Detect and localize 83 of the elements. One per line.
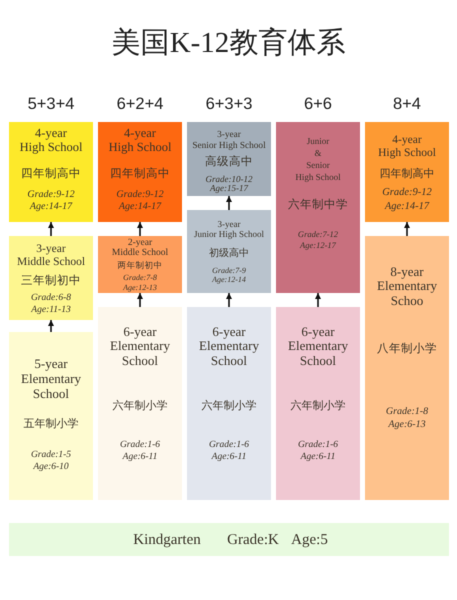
school-title: 6-year Elementary School — [199, 324, 259, 368]
age-range: Age:6-11 — [212, 451, 246, 463]
age-label: Age:5 — [291, 531, 328, 549]
school-title: 6-year Elementary School — [288, 324, 348, 368]
school-title: 8-year Elementary Schoo — [377, 264, 437, 308]
school-title: 4-year High School — [20, 126, 82, 154]
age-range: Age:11-13 — [31, 304, 71, 316]
age-range: Age:12-13 — [123, 283, 157, 293]
age-range: Age:6-11 — [122, 451, 158, 463]
grade-label: Grade:K — [227, 531, 279, 549]
school-title: 6-year Elementary School — [110, 324, 170, 368]
arrow — [404, 222, 410, 236]
grade-range: Grade:1-6 — [298, 439, 338, 451]
chinese-title: 六年制小学 — [202, 399, 256, 413]
grade-range: Grade:1-6 — [208, 439, 250, 451]
grade-range: Grade:10-12 — [206, 174, 252, 184]
chinese-title: 三年制初中 — [21, 274, 81, 288]
age-range: Age:14-17 — [384, 200, 430, 214]
school-title: 4-year High School — [378, 134, 436, 160]
school-box — [9, 332, 93, 500]
arrow — [48, 222, 54, 236]
grade-range: Grade:9-12 — [27, 189, 75, 201]
school-box — [98, 307, 182, 500]
column-heading: 5+3+4 — [28, 94, 74, 114]
school-box — [276, 122, 360, 293]
age-range: Age:12-17 — [300, 240, 336, 250]
school-box — [187, 122, 271, 196]
grade-range: Grade:1-5 — [30, 449, 72, 461]
chinese-title: 六年制中学 — [288, 198, 348, 212]
column-heading: 6+3+3 — [206, 94, 252, 114]
age-range: Age:6-11 — [300, 451, 336, 463]
school-title: 3-year Junior High School — [194, 219, 264, 239]
school-box — [9, 236, 93, 320]
grade-range: Grade:6-8 — [30, 292, 72, 304]
kindergarten-band — [9, 523, 449, 556]
school-box — [365, 122, 449, 222]
school-box — [365, 236, 449, 500]
stage-name: Kindgarten — [133, 531, 201, 549]
school-box — [187, 307, 271, 500]
chinese-title: 高级高中 — [205, 155, 253, 169]
grade-range: Grade:9-12 — [116, 189, 164, 201]
grade-range: Grade:7-8 — [123, 273, 157, 283]
grade-range: Grade:1-8 — [386, 404, 428, 418]
chinese-title: 四年制高中 — [21, 167, 81, 181]
chinese-title: 初级高中 — [209, 246, 249, 260]
chinese-title: 六年制小学 — [112, 399, 168, 413]
arrow — [48, 320, 54, 332]
grade-range: Grade:7-9 — [212, 266, 246, 276]
school-box — [187, 210, 271, 293]
arrow — [137, 222, 143, 236]
school-title: 3-year Senior High School — [192, 130, 266, 152]
school-box — [98, 122, 182, 222]
grade-range: Grade:7-12 — [298, 228, 338, 240]
arrow — [315, 293, 321, 307]
grade-range: Grade:1-6 — [120, 439, 160, 451]
age-range: Age:14-17 — [30, 201, 72, 213]
age-range: Age:6-10 — [33, 461, 69, 473]
chinese-title: 两年制初中 — [118, 260, 162, 270]
arrow — [226, 196, 232, 210]
page-title: 美国K-12教育体系 — [112, 27, 346, 59]
age-range: Age:12-14 — [212, 275, 246, 285]
school-box — [98, 236, 182, 293]
school-title: Junior & Senior High School — [295, 135, 341, 183]
chinese-title: 五年制小学 — [24, 417, 78, 431]
chinese-title: 八年制小学 — [377, 342, 437, 356]
arrow — [226, 293, 232, 307]
column-heading: 8+4 — [393, 94, 421, 114]
chinese-title: 四年制高中 — [110, 167, 170, 181]
chinese-title: 四年制高中 — [380, 167, 434, 181]
grade-range: Grade:9-12 — [382, 186, 432, 200]
school-title: 3-year Middle School — [16, 242, 86, 268]
school-box — [276, 307, 360, 500]
school-title: 4-year High School — [108, 126, 172, 154]
age-range: Age:14-17 — [118, 201, 162, 213]
age-range: Age:6-13 — [388, 418, 426, 430]
school-title: 5-year Elementary School — [21, 356, 81, 400]
school-box — [9, 122, 93, 222]
school-title: 2-year Middle School — [112, 238, 168, 258]
arrow — [137, 293, 143, 307]
column-heading: 6+2+4 — [116, 94, 164, 114]
column-heading: 6+6 — [304, 94, 332, 114]
chinese-title: 六年制小学 — [290, 399, 346, 413]
age-range: Age:15-17 — [210, 183, 248, 193]
